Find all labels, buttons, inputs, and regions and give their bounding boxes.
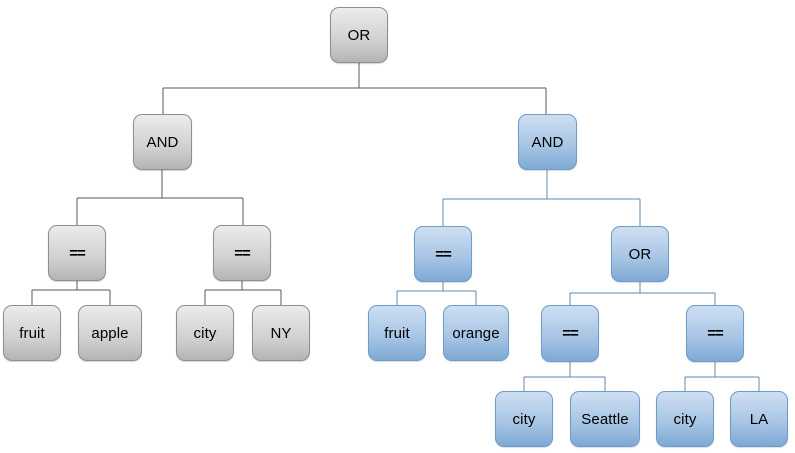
tree-node-label: ==: [69, 244, 86, 262]
tree-node-eq-l2[interactable]: ==: [213, 225, 271, 281]
tree-node-eq-r3[interactable]: ==: [686, 305, 744, 362]
tree-node-leaf-ny[interactable]: NY: [252, 305, 310, 361]
tree-node-eq-r1[interactable]: ==: [414, 226, 472, 282]
tree-node-label: ==: [435, 245, 452, 263]
tree-node-leaf-city-r1[interactable]: city: [495, 391, 553, 447]
tree-node-label: fruit: [19, 324, 45, 342]
tree-node-label: ==: [562, 325, 579, 342]
edge-or-r-to-eq-r2: [569, 282, 715, 305]
tree-node-eq-r2[interactable]: ==: [541, 305, 599, 362]
edge-eq-l2-to-leaf-city-l: [204, 281, 281, 305]
tree-node-label: ==: [707, 325, 724, 342]
edge-eq-r3-to-leaf-city-r2: [684, 362, 759, 391]
edge-eq-l1-to-leaf-fruit-l: [31, 281, 110, 305]
tree-node-label: apple: [91, 324, 129, 342]
tree-node-label: NY: [270, 324, 292, 342]
tree-node-leaf-fruit-r[interactable]: fruit: [368, 305, 426, 361]
tree-node-eq-l1[interactable]: ==: [48, 225, 106, 281]
tree-node-leaf-fruit-l[interactable]: fruit: [3, 305, 61, 361]
tree-node-leaf-apple[interactable]: apple: [78, 305, 142, 361]
tree-node-label: city: [193, 324, 217, 342]
tree-node-leaf-city-l[interactable]: city: [176, 305, 234, 361]
tree-node-label: city: [673, 410, 697, 428]
tree-node-leaf-city-r2[interactable]: city: [656, 391, 714, 447]
tree-node-label: OR: [347, 26, 371, 44]
tree-node-label: OR: [628, 245, 652, 263]
edge-root-to-and-l: [162, 63, 546, 114]
tree-node-or-r[interactable]: OR: [611, 226, 669, 282]
tree-node-leaf-la[interactable]: LA: [730, 391, 788, 447]
tree-node-label: city: [512, 410, 536, 428]
edge-and-r-to-eq-r1: [442, 170, 640, 226]
tree-node-leaf-seattle[interactable]: Seattle: [570, 391, 640, 447]
tree-node-label: AND: [146, 133, 179, 151]
tree-node-root[interactable]: OR: [330, 7, 388, 63]
tree-node-label: LA: [749, 410, 769, 428]
tree-node-label: fruit: [384, 324, 410, 342]
tree-node-label: Seattle: [581, 410, 629, 428]
edge-and-l-to-eq-l1: [76, 170, 243, 225]
tree-node-label: AND: [531, 133, 564, 151]
tree-node-and-r[interactable]: AND: [518, 114, 577, 170]
tree-node-leaf-orange[interactable]: orange: [443, 305, 509, 361]
tree-node-label: ==: [234, 244, 251, 262]
tree-node-and-l[interactable]: AND: [133, 114, 192, 170]
edge-eq-r1-to-leaf-fruit-r: [396, 282, 476, 305]
edge-eq-r2-to-leaf-city-r1: [523, 362, 605, 391]
tree-node-label: orange: [452, 324, 500, 342]
